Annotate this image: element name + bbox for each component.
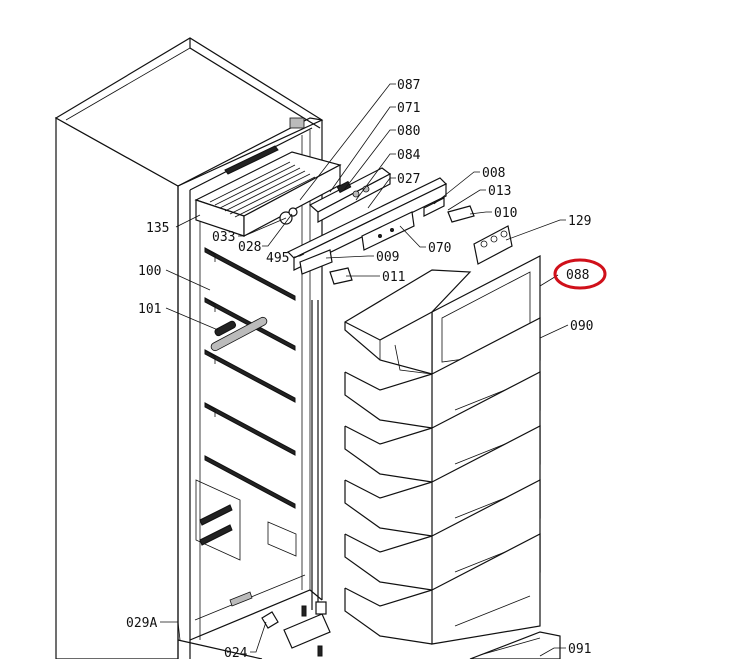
- label-129: 129: [568, 214, 591, 229]
- cabinet-body: [54, 37, 324, 659]
- label-100: 100: [138, 264, 161, 279]
- label-088: 088: [566, 268, 589, 283]
- shelf-rail-part: [210, 316, 268, 352]
- bottom-parts: [261, 601, 331, 657]
- label-080: 080: [397, 124, 420, 139]
- highlight-ring-088: [553, 258, 607, 290]
- label-024: 024: [224, 646, 248, 659]
- label-135: 135: [146, 221, 169, 236]
- label-495: 495: [266, 251, 289, 266]
- label-028: 028: [238, 240, 261, 255]
- leader-lines: [160, 83, 569, 657]
- evaporator-cover: [194, 151, 342, 237]
- label-009: 009: [376, 250, 399, 265]
- label-091: 091: [568, 642, 591, 657]
- label-029a: 029A: [126, 616, 157, 631]
- label-008: 008: [482, 166, 505, 181]
- label-071: 071: [397, 101, 420, 116]
- label-010: 010: [494, 206, 517, 221]
- label-084: 084: [397, 148, 421, 163]
- label-011: 011: [382, 270, 405, 285]
- label-033: 033: [212, 230, 235, 245]
- wire-shelves: [204, 247, 296, 509]
- control-panel-parts: [279, 167, 513, 285]
- label-070: 070: [428, 241, 451, 256]
- freezer-drawers: [344, 255, 561, 659]
- label-087: 087: [397, 78, 420, 93]
- part-labels: 087 071 080 084 027 008 013 010 129 088 …: [126, 78, 593, 659]
- label-013: 013: [488, 184, 511, 199]
- cabinet-lower-details: [195, 479, 297, 607]
- label-101: 101: [138, 302, 161, 317]
- label-090: 090: [570, 319, 593, 334]
- label-027: 027: [397, 172, 420, 187]
